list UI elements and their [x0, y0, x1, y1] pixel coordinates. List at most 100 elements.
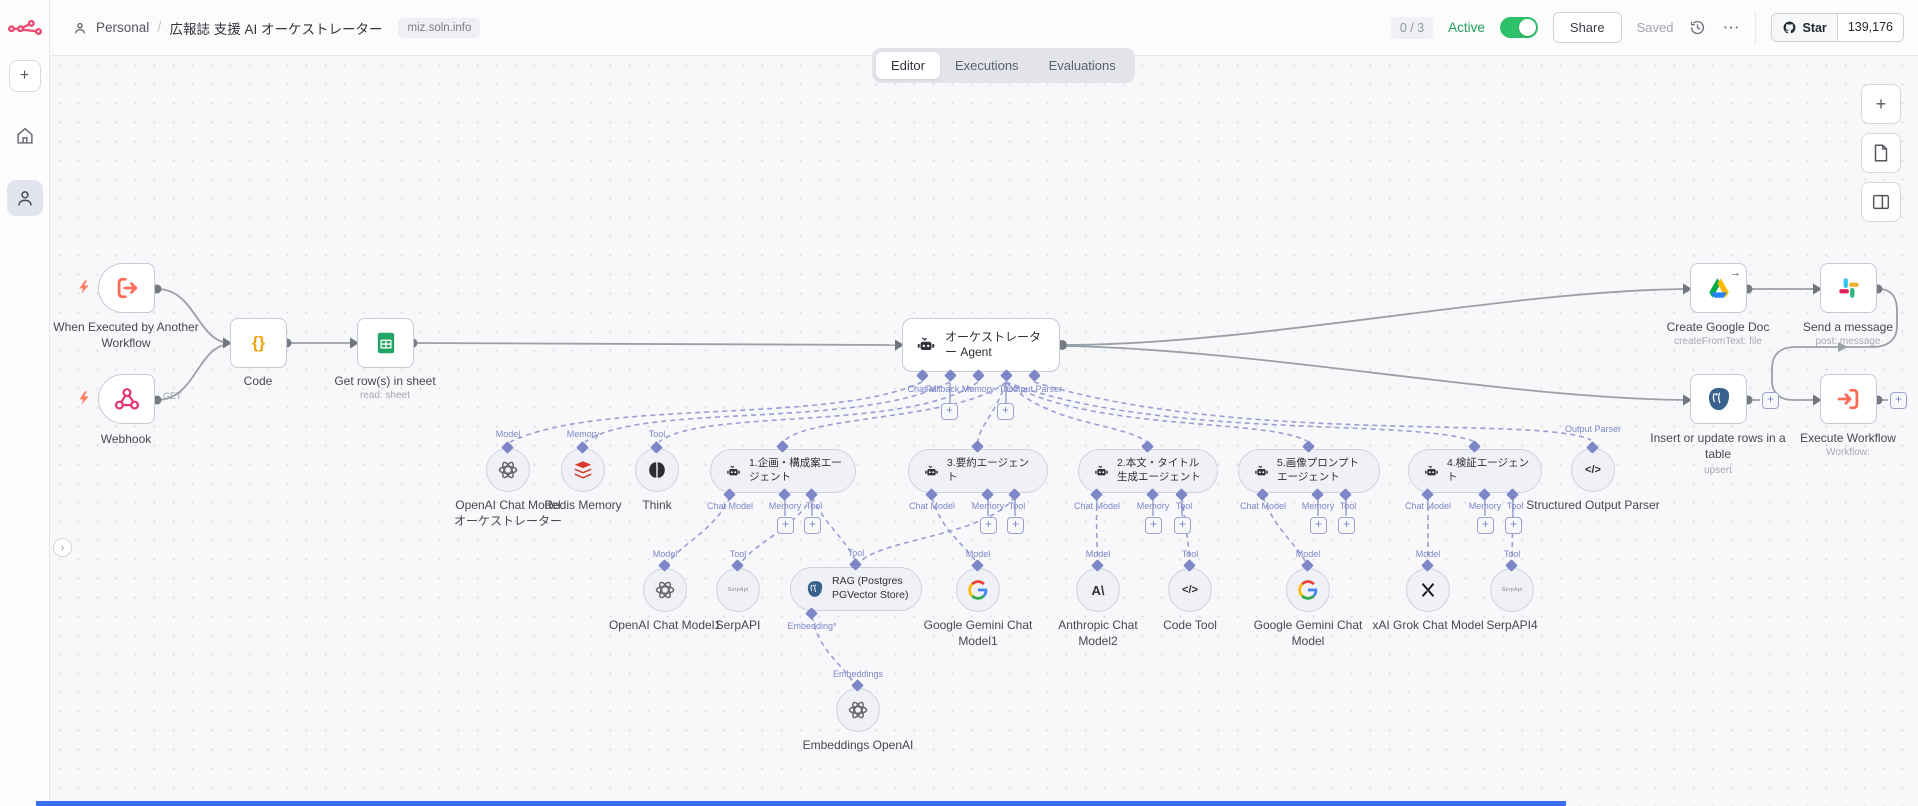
workflow-tag[interactable]: miz.soln.info	[398, 17, 481, 38]
plus-icon: +	[19, 67, 30, 84]
add-connection-button[interactable]: +	[1505, 517, 1522, 534]
subnode-gemini-chat-model1[interactable]	[956, 568, 1000, 612]
node-orchestrator-agent[interactable]: オーケストレーター Agent	[902, 318, 1060, 372]
node-webhook[interactable]	[98, 374, 155, 424]
bottom-progress-bar	[36, 801, 1566, 806]
wire	[740, 496, 813, 564]
subnode-openai-chat-model[interactable]	[486, 448, 530, 492]
node-label: Think	[642, 498, 672, 512]
google-drive-icon	[1706, 275, 1732, 301]
port-label: Chat Model	[1239, 501, 1287, 511]
toggle-panel-button[interactable]	[1861, 182, 1901, 222]
node-send-message[interactable]	[1820, 263, 1877, 313]
node-get-rows[interactable]	[357, 318, 414, 368]
subnode-code-tool[interactable]: </>	[1168, 568, 1212, 612]
subnode-openai-chat-model1[interactable]	[643, 568, 687, 612]
history-button[interactable]	[1688, 18, 1707, 37]
home-icon	[14, 125, 36, 147]
add-connection-button[interactable]: +	[1310, 517, 1327, 534]
tab-executions[interactable]: Executions	[954, 58, 1019, 73]
add-connection-button[interactable]: +	[1338, 517, 1355, 534]
new-sticky-button[interactable]	[1861, 133, 1901, 173]
tab-evaluations[interactable]: Evaluations	[1048, 58, 1116, 73]
port-label: Tool	[1008, 501, 1026, 511]
port-label: Model	[495, 429, 521, 439]
add-connection-button[interactable]: +	[1007, 517, 1024, 534]
more-menu-button[interactable]: ⋯	[1722, 17, 1741, 37]
wire	[1005, 381, 1474, 442]
subnode-embeddings-openai[interactable]	[836, 688, 880, 732]
active-label: Active	[1448, 20, 1485, 35]
agent-node-image-prompt[interactable]: 5.画像プロンプトエージェント	[1238, 449, 1380, 493]
breadcrumb-project[interactable]: Personal	[96, 20, 150, 35]
redis-icon	[572, 459, 594, 481]
add-connection-button[interactable]: +	[941, 403, 958, 420]
subnode-xai-grok-chat-model[interactable]	[1406, 568, 1450, 612]
postgres-icon	[1705, 385, 1733, 413]
breadcrumb-separator: /	[157, 19, 162, 36]
node-execute-workflow[interactable]	[1820, 374, 1877, 424]
node-create-google-doc[interactable]: →	[1690, 263, 1747, 313]
node-label: Webhook	[100, 432, 152, 446]
port-label: Fallback Mo	[925, 384, 975, 394]
subnode-think[interactable]	[635, 448, 679, 492]
port-label: Chat M	[907, 384, 937, 394]
workflow-canvas[interactable]	[50, 56, 1918, 806]
subnode-serpapi4[interactable]: SerpApi	[1490, 568, 1534, 612]
webhook-method-label: GET	[163, 391, 182, 401]
wire	[1005, 381, 1308, 442]
port-label: Embeddings	[832, 669, 884, 679]
brain-icon	[646, 459, 668, 481]
subnode-anthropic-chat-model2[interactable]: A\	[1076, 568, 1120, 612]
add-connection-button[interactable]: +	[777, 517, 794, 534]
agent-node-verification[interactable]: 4.検証エージェント	[1408, 449, 1542, 493]
google-sheets-icon	[373, 330, 399, 356]
add-connection-button[interactable]: +	[980, 517, 997, 534]
agent-node-summary[interactable]: 3.要約エージェント	[908, 449, 1048, 493]
subnode-serpapi[interactable]: SerpApi	[716, 568, 760, 612]
open-arrow-icon: →	[1730, 267, 1741, 279]
add-connection-button[interactable]: +	[997, 403, 1014, 420]
node-code[interactable]: {}	[230, 318, 287, 368]
node-label: OpenAI Chat Model1	[608, 618, 722, 632]
add-connection-button[interactable]: +	[1477, 517, 1494, 534]
wire	[1061, 345, 1687, 401]
github-star-widget[interactable]: Star 139,176	[1771, 13, 1904, 42]
agent-node-body-title[interactable]: 2.本文・タイトル生成エージェント	[1078, 449, 1218, 493]
node-label: オーケストレーター Agent	[945, 330, 1042, 359]
add-connection-button[interactable]: +	[1174, 517, 1191, 534]
subnode-gemini-chat-model[interactable]	[1286, 568, 1330, 612]
expand-sidebar-button[interactable]: ›	[53, 538, 72, 557]
agent-node-planning[interactable]: 1.企画・構成案エージェント	[710, 449, 856, 493]
wire	[1095, 496, 1099, 564]
add-connection-button[interactable]: +	[1145, 517, 1162, 534]
port-label: Tool	[1503, 549, 1521, 559]
port-label: Tool	[1181, 549, 1199, 559]
node-insert-rows[interactable]	[1690, 374, 1747, 424]
solid-connections	[156, 288, 1898, 401]
wire-arrow	[1838, 342, 1848, 352]
add-node-button[interactable]: +	[1762, 392, 1779, 409]
port-label: Chat Model	[706, 501, 754, 511]
subnode-structured-output-parser[interactable]: </>	[1571, 448, 1615, 492]
add-workflow-button[interactable]: +	[8, 60, 41, 92]
subnode-rag-postgres[interactable]: RAG (Postgres PGVector Store)	[790, 567, 922, 611]
sidebar-item-home[interactable]	[7, 118, 43, 154]
tab-editor[interactable]: Editor	[876, 52, 940, 79]
share-button[interactable]: Share	[1552, 12, 1622, 43]
zoom-add-button[interactable]: +	[1861, 84, 1901, 124]
sidebar-item-personal[interactable]	[6, 180, 43, 216]
wire	[584, 381, 951, 443]
workflow-title[interactable]: 広報誌 支援 AI オーケストレーター	[169, 21, 383, 37]
active-toggle[interactable]	[1499, 17, 1538, 38]
add-node-button[interactable]: +	[1890, 392, 1907, 409]
port-label: Tool	[847, 548, 865, 558]
history-icon	[1688, 18, 1707, 37]
node-when-executed[interactable]	[98, 263, 155, 313]
wire	[1005, 381, 1147, 442]
file-icon	[1870, 142, 1892, 164]
node-label: Google Gemini Chat Model1	[923, 618, 1033, 648]
add-connection-button[interactable]: +	[804, 517, 821, 534]
subnode-redis-memory[interactable]	[561, 448, 605, 492]
